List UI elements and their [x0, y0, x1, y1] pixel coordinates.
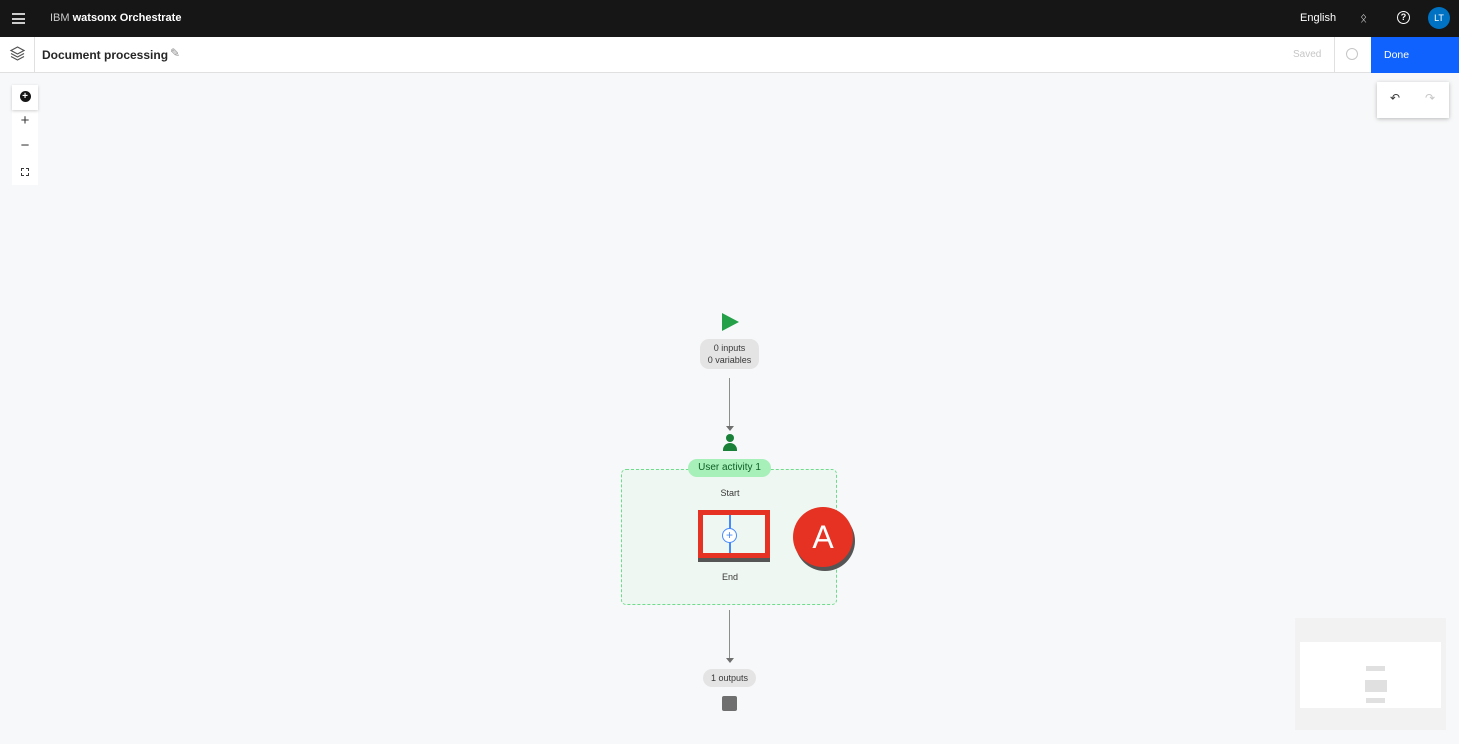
user-avatar[interactable]: LT — [1428, 7, 1450, 29]
zoom-in-icon[interactable]: + — [20, 112, 30, 129]
annotation-highlight-box — [698, 510, 770, 562]
start-play-icon[interactable] — [722, 313, 739, 331]
user-activity-label[interactable]: User activity 1 — [688, 459, 771, 477]
agent-icon[interactable]: ᛟ — [1360, 11, 1368, 25]
version-history-icon[interactable] — [1346, 48, 1358, 60]
help-icon[interactable]: ? — [1397, 11, 1410, 24]
fit-view-icon[interactable] — [21, 168, 29, 176]
annotation-badge: A — [793, 507, 853, 567]
connector-line — [729, 610, 730, 658]
divider — [34, 37, 35, 73]
hamburger-menu-icon[interactable] — [12, 13, 25, 24]
save-status: Saved — [1293, 49, 1322, 60]
minimap-viewport[interactable] — [1300, 642, 1441, 708]
end-node-outputs[interactable]: 1 outputs — [703, 669, 756, 687]
zoom-out-icon[interactable]: − — [20, 137, 30, 154]
variables-count: 0 variables — [707, 355, 752, 365]
divider — [1334, 37, 1335, 73]
minimap[interactable] — [1295, 618, 1446, 730]
inputs-count: 0 inputs — [713, 343, 746, 353]
done-button[interactable]: Done — [1371, 37, 1459, 73]
flow-title: Document processing — [42, 48, 169, 62]
connector-arrow — [726, 426, 734, 431]
brand-name: watsonx Orchestrate — [72, 12, 182, 24]
add-node-icon[interactable]: + — [12, 85, 38, 110]
add-step-plus-icon[interactable]: + — [722, 528, 737, 543]
inner-end-label: End — [721, 572, 738, 582]
edit-pencil-icon[interactable]: ✎ — [170, 46, 181, 60]
redo-icon[interactable]: ↷ — [1425, 91, 1436, 105]
language-selector[interactable]: English — [1300, 12, 1337, 24]
brand-prefix: IBM — [50, 12, 70, 24]
zoom-controls: + + − — [12, 85, 38, 185]
end-stop-icon[interactable] — [722, 696, 737, 711]
layers-icon[interactable] — [9, 45, 26, 62]
start-node-summary[interactable]: 0 inputs 0 variables — [700, 339, 759, 369]
inner-start-label: Start — [720, 488, 740, 498]
user-icon — [722, 434, 738, 452]
app-title[interactable]: IBM watsonx Orchestrate — [50, 12, 181, 24]
connector-arrow — [726, 658, 734, 663]
top-nav-bar: IBM watsonx Orchestrate English ᛟ ? LT — [0, 0, 1459, 37]
undo-icon[interactable]: ↶ — [1390, 91, 1401, 105]
undo-redo-panel: ↶ ↷ — [1377, 82, 1449, 118]
flow-toolbar: Document processing ✎ Saved Done — [0, 37, 1459, 73]
connector-line — [729, 378, 730, 426]
